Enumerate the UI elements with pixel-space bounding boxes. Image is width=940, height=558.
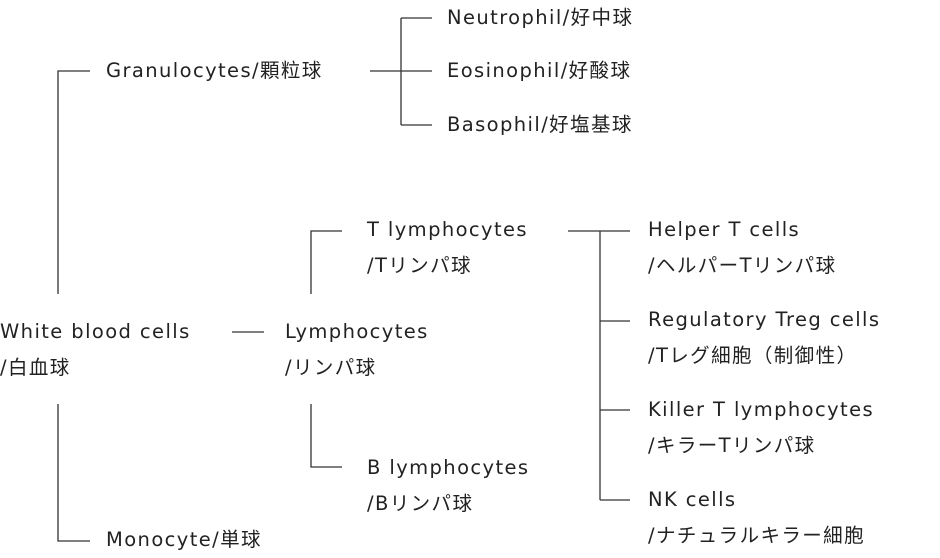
white-blood-cells-jp-label: /白血球 [0, 356, 71, 379]
killer-t-lymphocytes-node: Killer T lymphocytes /キラーTリンパ球 [648, 392, 874, 464]
nk-cells-label: NK cells [648, 488, 737, 511]
connector-lymphocytes-t [310, 230, 342, 294]
regulatory-treg-cells-label: Regulatory Treg cells [648, 308, 881, 331]
b-lymphocytes-node: B lymphocytes /Bリンパ球 [367, 450, 529, 522]
eosinophil-node: Eosinophil/好酸球 [447, 53, 631, 89]
lymphocytes-jp-label: /リンパ球 [285, 356, 377, 379]
regulatory-treg-cells-node: Regulatory Treg cells /Tレグ細胞（制御性） [648, 302, 880, 374]
lymphocytes-label: Lymphocytes [285, 320, 429, 343]
t-lymphocytes-jp-label: /Tリンパ球 [367, 254, 472, 277]
monocyte-label: Monocyte/単球 [106, 528, 262, 551]
t-lymphocytes-node: T lymphocytes /Tリンパ球 [367, 212, 528, 284]
b-lymphocytes-jp-label: /Bリンパ球 [367, 492, 474, 515]
neutrophil-label: Neutrophil/好中球 [447, 6, 634, 29]
connector-granulocytes-children [370, 17, 432, 126]
eosinophil-label: Eosinophil/好酸球 [447, 59, 632, 82]
lymphocytes-node: Lymphocytes /リンパ球 [285, 314, 429, 386]
helper-t-cells-label: Helper T cells [648, 218, 801, 241]
killer-t-lymphocytes-jp-label: /キラーTリンパ球 [648, 434, 816, 457]
helper-t-cells-node: Helper T cells /ヘルパーTリンパ球 [648, 212, 836, 284]
white-blood-cells-node: White blood cells /白血球 [0, 314, 191, 386]
white-blood-cells-label: White blood cells [0, 320, 191, 343]
b-lymphocytes-label: B lymphocytes [367, 456, 530, 479]
regulatory-treg-cells-jp-label: /Tレグ細胞（制御性） [648, 344, 858, 367]
granulocytes-label: Granulocytes/顆粒球 [106, 59, 323, 82]
connector-lymphocytes-b [310, 404, 342, 468]
basophil-label: Basophil/好塩基球 [447, 113, 633, 136]
t-lymphocytes-label: T lymphocytes [367, 218, 528, 241]
nk-cells-node: NK cells /ナチュラルキラー細胞 [648, 482, 865, 554]
helper-t-cells-jp-label: /ヘルパーTリンパ球 [648, 254, 837, 277]
connector-t-subtypes [568, 230, 630, 501]
granulocytes-node: Granulocytes/顆粒球 [106, 53, 323, 89]
nk-cells-jp-label: /ナチュラルキラー細胞 [648, 524, 865, 547]
connector-root-granulocytes [57, 70, 90, 294]
neutrophil-node: Neutrophil/好中球 [447, 0, 633, 36]
basophil-node: Basophil/好塩基球 [447, 107, 633, 143]
monocyte-node: Monocyte/単球 [106, 522, 262, 558]
killer-t-lymphocytes-label: Killer T lymphocytes [648, 398, 875, 421]
connector-root-monocyte [57, 404, 90, 542]
